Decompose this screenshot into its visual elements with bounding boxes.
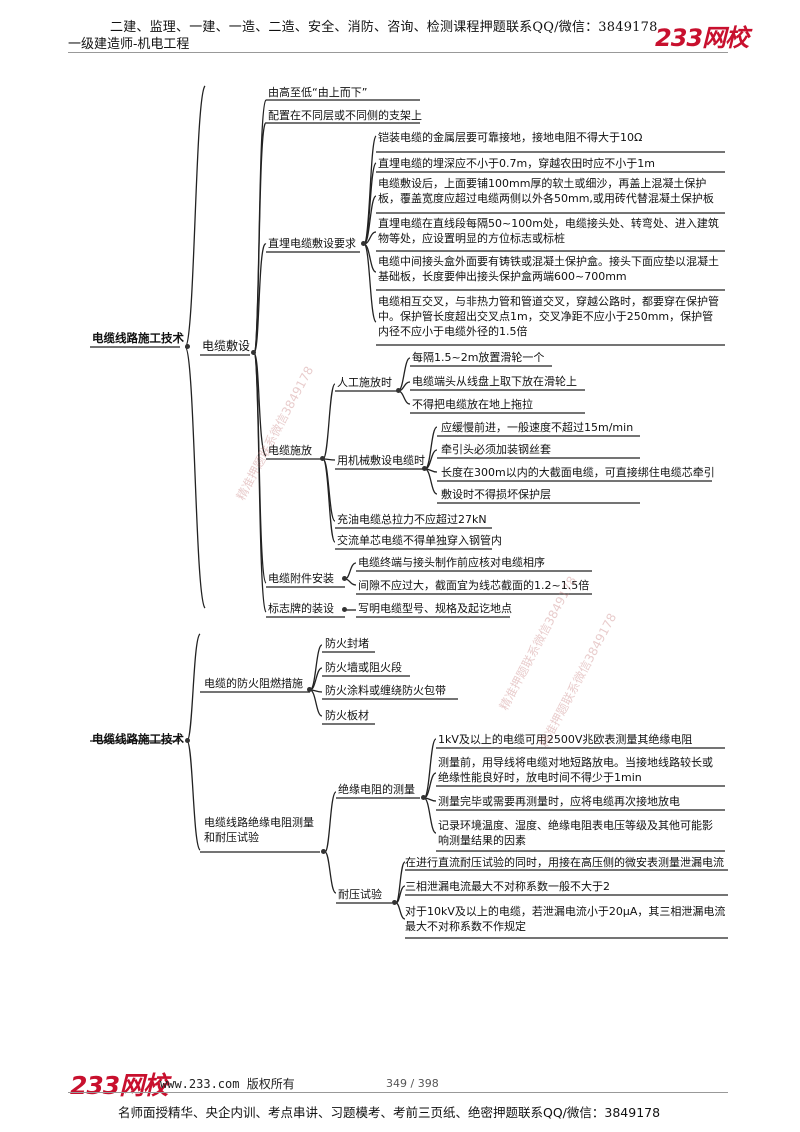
manual-junction-dot <box>396 388 401 393</box>
laying-junction-dot <box>320 456 325 461</box>
footer-logo: 233网校 <box>70 1066 168 1102</box>
footer-logo-text: 网校 <box>119 1071 168 1100</box>
burial-junction-dot <box>361 241 366 246</box>
withstand-item: 三相泄漏电流最大不对称系数一般不大于2 <box>405 880 610 893</box>
accessory-item: 电缆终端与接头制作前应核对电缆相序 <box>358 556 545 569</box>
page-number: 349 / 398 <box>386 1077 439 1090</box>
marker-item: 写明电缆型号、规格及起讫地点 <box>358 602 512 615</box>
direct-burial-label: 直埋电缆敷设要求 <box>268 237 356 250</box>
fire-item: 防火板材 <box>325 709 369 722</box>
root-junction-dot <box>185 344 190 349</box>
machine-item: 牵引头必须加装钢丝套 <box>441 443 551 456</box>
burial-item: 直埋电缆在直线段每隔50~100m处，电缆接头处、转弯处、进入建筑物等处，应设置… <box>378 217 719 245</box>
header-subject-title: 一级建造师-机电工程 <box>68 37 190 52</box>
root2-junction-dot <box>185 738 190 743</box>
insulation-junction-dot <box>421 795 426 800</box>
config-order: 由高至低“由上而下” <box>268 86 368 99</box>
burial-item: 铠装电缆的金属层要可靠接地，接地电阻不得大于10Ω <box>378 131 643 144</box>
logo-text: 网校 <box>702 24 749 52</box>
fire-item: 防火墙或阻火段 <box>325 661 402 674</box>
header-contact-text: 二建、监理、一建、一造、二造、安全、消防、咨询、检测课程押题联系QQ/微信：38… <box>110 20 658 35</box>
branch-junction-dot <box>251 350 256 355</box>
test-junction-dot <box>321 849 326 854</box>
insulation-item: 测量完毕或需要再测量时，应将电缆再次接地放电 <box>438 795 680 808</box>
footer-contact-text: 名师面授精华、央企内训、考点串讲、习题模考、考前三页纸、绝密押题联系QQ/微信：… <box>118 1105 661 1120</box>
burial-item: 电缆中间接头盒外面要有铸铁或混凝土保护盒。接头下面应垫以混凝土基础板，长度要伸出… <box>378 255 719 283</box>
site-logo: 233网校 <box>655 18 749 53</box>
oil-cable-rule: 充油电缆总拉力不应超过27kN <box>337 513 487 526</box>
insulation-item: 记录环境温度、湿度、绝缘电阻表电压等级及其他可能影响测量结果的因素 <box>438 819 713 847</box>
fire-junction-dot <box>307 687 312 692</box>
mindmap1-root: 电缆线路施工技术 <box>92 331 184 345</box>
withstand-item: 在进行直流耐压试验的同时，用接在高压侧的微安表测量泄漏电流 <box>405 856 724 869</box>
insulation-label: 绝缘电阻的测量 <box>338 783 415 796</box>
marker-junction-dot <box>342 607 347 612</box>
fire-measures-label: 电缆的防火阻燃措施 <box>204 677 303 690</box>
header-divider <box>68 52 728 53</box>
manual-laying-label: 人工施放时 <box>337 376 392 389</box>
accessory-label: 电缆附件安装 <box>268 572 334 585</box>
machine-junction-dot <box>422 466 427 471</box>
withstand-label: 耐压试验 <box>338 888 382 901</box>
ac-cable-rule: 交流单芯电缆不得单独穿入钢管内 <box>337 534 502 547</box>
footer-divider <box>68 1092 728 1093</box>
machine-laying-label: 用机械敷设电缆时 <box>337 454 425 467</box>
burial-item: 直埋电缆的埋深应不小于0.7m，穿越农田时应不小于1m <box>378 157 655 170</box>
accessory-junction-dot <box>342 576 347 581</box>
test-label: 电缆线路绝缘电阻测量和耐压试验 <box>204 816 314 844</box>
machine-item: 应缓慢前进，一般速度不超过15m/min <box>441 421 634 434</box>
manual-item: 不得把电缆放在地上拖拉 <box>412 398 533 411</box>
accessory-item: 间隙不应过大，截面宜为线芯截面的1.2~1.5倍 <box>358 579 590 592</box>
mindmap2-root: 电缆线路施工技术 <box>92 732 184 746</box>
branch-cable-laying: 电缆敷设 <box>202 339 251 353</box>
manual-item: 电缆端头从线盘上取下放在滑轮上 <box>412 375 577 388</box>
laying-label: 电缆施放 <box>268 444 312 457</box>
burial-item: 电缆相互交叉，与非热力管和管道交叉，穿越公路时，都要穿在保护管中。保护管长度超出… <box>378 295 719 338</box>
insulation-item: 测量前，用导线将电缆对地短路放电。当接地线路较长或绝缘性能良好时，放电时间不得少… <box>438 756 713 784</box>
withstand-item: 对于10kV及以上的电缆，若泄漏电流小于20μA，其三相泄漏电流最大不对称系数不… <box>405 905 726 933</box>
manual-item: 每隔1.5~2m放置滑轮一个 <box>412 351 545 364</box>
withstand-junction-dot <box>392 900 397 905</box>
footer-copyright: www.233.com 版权所有 <box>160 1077 295 1091</box>
watermark: 精准押题联系微信3849178 <box>233 363 317 503</box>
footer-logo-number: 233 <box>70 1071 120 1100</box>
fire-item: 防火涂料或缠绕防火包带 <box>325 684 446 697</box>
machine-item: 长度在300m以内的大截面电缆，可直接绑住电缆芯牵引 <box>441 466 715 479</box>
config-position: 配置在不同层或不同侧的支架上 <box>268 109 422 122</box>
logo-number: 233 <box>655 24 703 52</box>
fire-item: 防火封堵 <box>325 637 369 650</box>
marker-label: 标志牌的装设 <box>268 602 334 615</box>
machine-item: 敷设时不得损坏保护层 <box>441 488 551 501</box>
burial-item: 电缆敷设后，上面要铺100mm厚的软土或细沙，再盖上混凝土保护板，覆盖宽度应超过… <box>378 177 714 205</box>
insulation-item: 1kV及以上的电缆可用2500V兆欧表测量其绝缘电阻 <box>438 733 693 746</box>
